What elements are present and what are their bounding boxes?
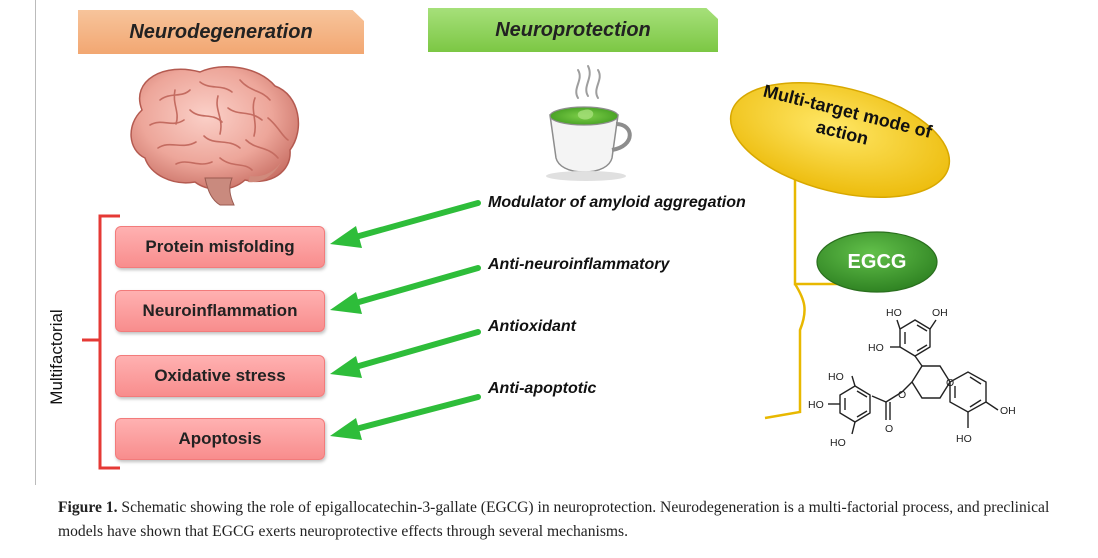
mode-of-action-connector xyxy=(764,174,838,420)
atom-label-ester-o: O xyxy=(898,389,906,401)
atom-label-carbonyl-o: O xyxy=(885,423,893,435)
atom-label-oh-top: OH xyxy=(932,307,948,319)
header-neuroprotection-label: Neuroprotection xyxy=(495,18,651,41)
atom-label-ho-bottom: HO xyxy=(956,433,972,445)
atom-label-ho-gallate-top: HO xyxy=(828,371,844,383)
header-neurodegeneration-label: Neurodegeneration xyxy=(129,20,313,43)
tea-cup-icon xyxy=(546,65,632,181)
atom-label-ring-o: O xyxy=(946,377,954,389)
box-neuroinflammation: Neuroinflammation xyxy=(115,290,325,332)
mechanism-arrows xyxy=(330,200,481,440)
box-neuroinflammation-label: Neuroinflammation xyxy=(142,301,298,320)
multifactorial-bracket xyxy=(82,214,120,470)
mechanism-amyloid-modulator: Modulator of amyloid aggregation xyxy=(488,194,746,211)
box-oxidative-stress-label: Oxidative stress xyxy=(154,366,286,385)
atom-label-ho-gallate-bottom: HO xyxy=(830,437,846,449)
caption-label: Figure 1. xyxy=(58,499,118,516)
atom-label-oh-right: OH xyxy=(1000,405,1016,417)
header-neuroprotection: Neuroprotection xyxy=(428,8,718,52)
box-apoptosis: Apoptosis xyxy=(115,418,325,460)
egcg-ellipse xyxy=(816,231,938,293)
multi-target-ellipse xyxy=(729,81,951,199)
mechanism-antioxidant: Antioxidant xyxy=(488,318,576,335)
arrow-amyloid-to-protein-misfolding xyxy=(330,200,481,248)
brain-icon xyxy=(130,66,300,206)
atom-label-ho-mid: HO xyxy=(868,342,884,354)
figure-caption: Figure 1. Schematic showing the role of … xyxy=(58,496,1068,544)
box-oxidative-stress: Oxidative stress xyxy=(115,355,325,397)
caption-text: Schematic showing the role of epigalloca… xyxy=(58,499,1050,540)
figure-drawing: HO OH HO O O O HO HO HO OH HO xyxy=(82,65,1016,470)
atom-label-ho-gallate-left: HO xyxy=(808,399,824,411)
egcg-label: EGCG xyxy=(847,250,907,273)
mechanism-anti-neuroinflammatory: Anti-neuroinflammatory xyxy=(488,256,670,273)
atom-label-ho-top: HO xyxy=(886,307,902,319)
mechanism-anti-apoptotic: Anti-apoptotic xyxy=(488,380,597,397)
arrow-antiapoptotic-to-apoptosis xyxy=(330,394,481,440)
egcg-molecule-structure xyxy=(828,319,999,435)
egcg-molecule-atom-labels: HO OH HO O O O HO HO HO OH HO xyxy=(808,307,1016,449)
header-neurodegeneration: Neurodegeneration xyxy=(78,10,364,54)
box-protein-misfolding: Protein misfolding xyxy=(115,226,325,268)
figure-left-rule xyxy=(35,0,36,485)
arrow-antineuroinflammatory-to-neuroinflammation xyxy=(330,265,481,314)
box-apoptosis-label: Apoptosis xyxy=(178,429,262,448)
multifactorial-label: Multifactorial xyxy=(47,309,66,405)
box-protein-misfolding-label: Protein misfolding xyxy=(145,237,295,256)
figure-panel: Neurodegeneration Neuroprotection xyxy=(35,0,1016,485)
arrow-antioxidant-to-oxidative-stress xyxy=(330,329,481,378)
